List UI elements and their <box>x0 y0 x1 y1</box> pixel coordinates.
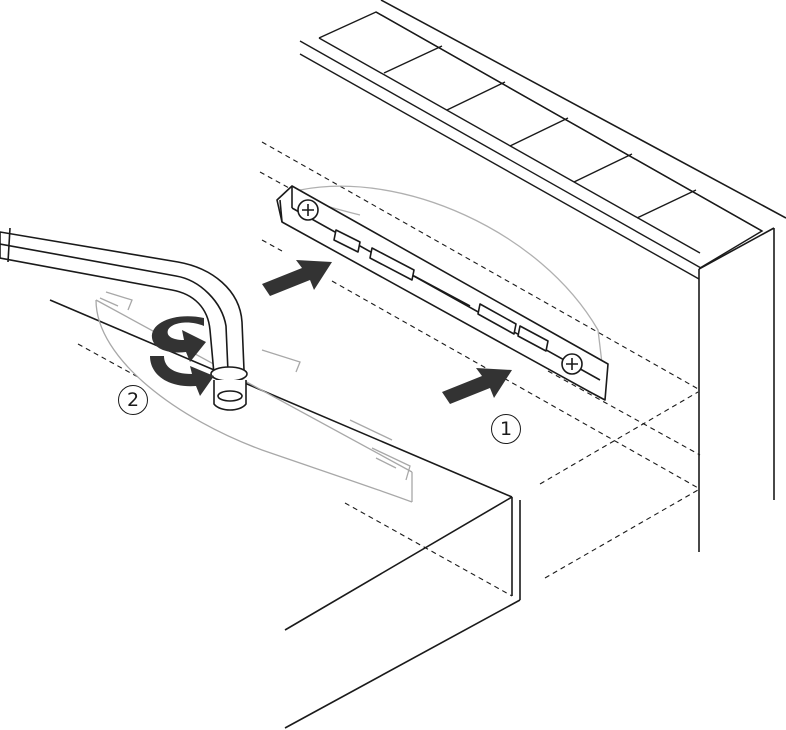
callout-step-1: 1 <box>491 414 521 444</box>
rotation-arrow <box>150 316 214 396</box>
ghost-base-bracket <box>95 291 413 503</box>
cabinet-side-panel <box>380 0 786 552</box>
arrow-upper <box>262 260 332 296</box>
hex-key <box>0 227 248 411</box>
callout-step-2: 2 <box>118 385 148 415</box>
top-frame-grid <box>299 11 764 280</box>
mounting-rail <box>276 185 609 401</box>
arrow-lower <box>442 368 512 404</box>
push-arrows <box>262 260 512 404</box>
base-block <box>49 299 521 729</box>
